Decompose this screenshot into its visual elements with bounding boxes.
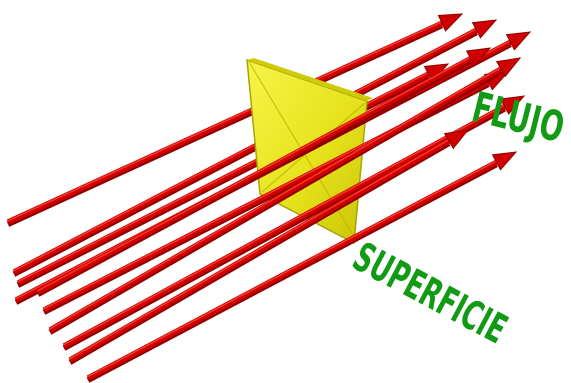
arrow-highlight <box>37 56 471 292</box>
arrow-shaft <box>6 20 444 225</box>
flux-arrows-front-of-surface <box>14 31 532 383</box>
flux-arrow <box>36 47 492 297</box>
arrow-highlight <box>49 67 501 330</box>
flux-arrow <box>68 129 470 365</box>
arrow-head <box>471 19 498 39</box>
surface-label: SUPERFICIE <box>346 233 515 352</box>
arrow-head <box>505 31 532 51</box>
arrow-head <box>499 95 526 115</box>
arrow-shaft <box>48 66 503 333</box>
arrow-shaft <box>86 159 498 381</box>
arrow-highlight <box>7 21 442 222</box>
arrow-shaft <box>12 27 478 275</box>
arrow-head <box>437 13 464 32</box>
arrow-head <box>443 129 470 150</box>
arrow-highlight <box>13 28 477 272</box>
arrow-head <box>491 151 518 171</box>
flux-arrow <box>6 13 464 227</box>
arrow-highlight <box>69 139 449 360</box>
arrow-shaft <box>68 138 451 363</box>
arrow-head <box>495 57 522 78</box>
flux-arrow <box>12 19 498 277</box>
flow-label: FLUJO <box>467 83 568 152</box>
flux-arrow <box>86 151 518 383</box>
arrow-highlight <box>63 104 505 346</box>
arrow-shaft <box>36 56 472 295</box>
arrow-highlight <box>87 160 497 378</box>
surface-edge <box>247 58 373 101</box>
arrow-shaft <box>62 104 506 349</box>
flux-arrow <box>48 57 522 335</box>
arrow-head <box>465 47 492 67</box>
